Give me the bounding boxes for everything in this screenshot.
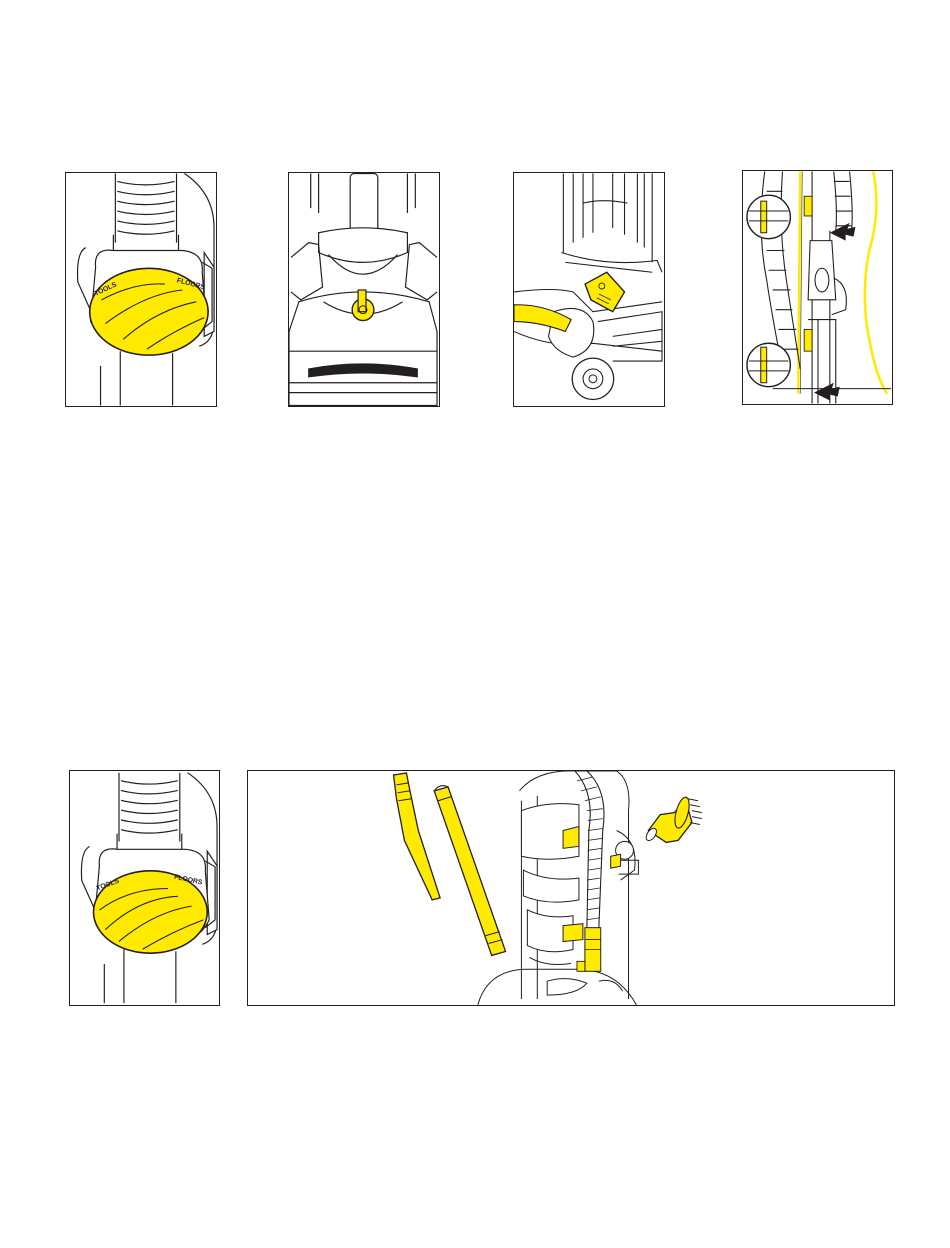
selector-dial-illustration: TOOLS FLOORS (66, 173, 216, 406)
hose-clips-illustration (743, 171, 892, 404)
crevice-tool-icon (394, 773, 441, 900)
extension-wand-icon (434, 786, 505, 956)
figure-release-pedal (513, 172, 665, 407)
release-pedal-illustration (514, 173, 664, 406)
figure-hose-clips (742, 170, 893, 405)
dusting-brush-icon (644, 796, 702, 843)
selector-dial-tools-illustration: TOOLS FLOORS (70, 771, 219, 1005)
figure-selector-dial: TOOLS FLOORS (65, 172, 217, 407)
figure-tools-storage (247, 770, 895, 1006)
height-knob-illustration (289, 173, 439, 406)
figure-height-knob (288, 172, 440, 407)
tools-storage-illustration (248, 771, 894, 1005)
figure-selector-dial-tools: TOOLS FLOORS (69, 770, 220, 1006)
